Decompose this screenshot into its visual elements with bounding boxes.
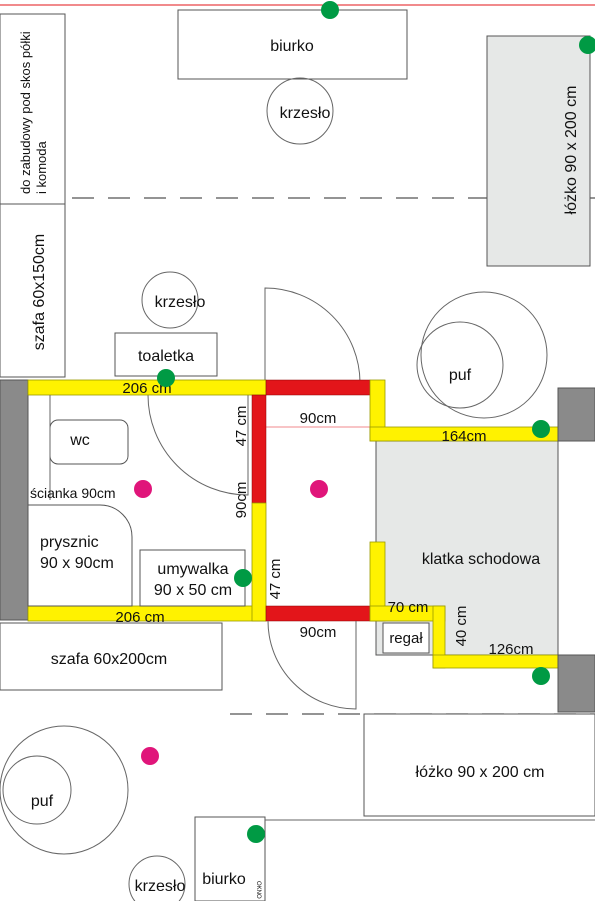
shelf-note-line-2: i komoda — [34, 140, 49, 194]
shelves-under-slope — [0, 13, 66, 205]
pillar-left — [0, 379, 29, 621]
washbasin-label-2: 90 x 50 cm — [154, 582, 232, 599]
chair-top — [266, 77, 334, 145]
pouf-right-circle-2 — [420, 291, 548, 419]
dim-stair-bottom-a: 70 cm — [388, 599, 429, 616]
pouf-bottom-circle-1 — [2, 755, 72, 825]
window-label: OKNO — [255, 881, 261, 899]
desk-top — [177, 9, 408, 80]
wardrobe-bottom — [0, 622, 223, 691]
pillar-right-bottom — [557, 654, 595, 713]
bed-bottom-label: łóżko 90 x 200 cm — [416, 764, 545, 781]
dim-stair-bottom-c: 126cm — [488, 641, 533, 658]
dim-hall-left-upper: 47 cm — [233, 406, 250, 447]
desk-bottom-label: biurko — [202, 871, 246, 888]
pillar-right-top — [557, 387, 595, 442]
dim-hall-top: 90cm — [300, 410, 337, 427]
partition-label: ścianka 90cm — [30, 485, 116, 501]
bed-top-label: łóżko 90 x 200 cm — [563, 86, 580, 215]
bed-bottom — [363, 713, 595, 817]
marker-green-2 — [579, 36, 595, 54]
wardrobe-left — [0, 203, 66, 378]
dim-hall-left-mid: 90cm — [233, 482, 250, 519]
chair-mid-label: krzesło — [155, 294, 206, 311]
marker-green-3 — [157, 369, 175, 387]
chair-top-label: krzesło — [280, 105, 331, 122]
pouf-bottom-circle-2 — [0, 725, 129, 855]
pouf-bottom-label: puf — [31, 793, 54, 810]
pouf-right-circle-1 — [416, 321, 504, 409]
shower-label-1: prysznic — [40, 534, 99, 551]
washbasin — [139, 549, 246, 607]
marker-green-5 — [234, 569, 252, 587]
wall-hall-left-red — [251, 394, 267, 504]
door-lower-hall — [267, 620, 357, 710]
wc-label: wc — [69, 432, 90, 449]
marker-magenta-2 — [310, 480, 328, 498]
dim-hall-bottom: 90cm — [300, 624, 337, 641]
washbasin-label-1: umywalka — [157, 561, 228, 578]
shower-label-2: 90 x 90cm — [40, 555, 114, 572]
dim-hall-left-lower: 47 cm — [267, 559, 284, 600]
desk-top-label: biurko — [270, 38, 314, 55]
staircase-label: klatka schodowa — [422, 551, 540, 568]
pouf-right-label: puf — [449, 367, 472, 384]
wall-hall-left-yellow — [251, 502, 267, 622]
dim-stair-bottom-b: 40 cm — [453, 606, 470, 647]
marker-green-6 — [532, 667, 550, 685]
marker-green-4 — [532, 420, 550, 438]
shelf-note-line-1: do zabudowy pod skos półki — [18, 31, 33, 194]
shelf-unit — [382, 622, 430, 654]
chair-bottom — [128, 855, 186, 901]
dim-bath-top: 206 cm — [122, 380, 171, 397]
wardrobe-left-label: szafa 60x150cm — [31, 234, 48, 351]
dressing-table-label: toaletka — [138, 348, 194, 365]
chair-bottom-label: krzesło — [135, 878, 186, 895]
wall-hall-bottom-red — [265, 605, 371, 622]
dim-bath-bottom: 206 cm — [115, 609, 164, 626]
wardrobe-bottom-label: szafa 60x200cm — [51, 651, 168, 668]
shower — [27, 504, 133, 607]
marker-magenta-1 — [134, 480, 152, 498]
chair-mid — [141, 271, 199, 329]
wall-hall-top-red — [265, 379, 371, 396]
marker-green-1 — [321, 1, 339, 19]
marker-magenta-3 — [141, 747, 159, 765]
dim-stair-top: 164cm — [441, 428, 486, 445]
door-bathroom — [147, 394, 249, 496]
marker-green-7 — [247, 825, 265, 843]
shelf-unit-label: regał — [389, 630, 423, 647]
door-upper-hall — [264, 287, 361, 384]
dressing-table — [114, 332, 218, 377]
bed-top — [486, 35, 591, 267]
